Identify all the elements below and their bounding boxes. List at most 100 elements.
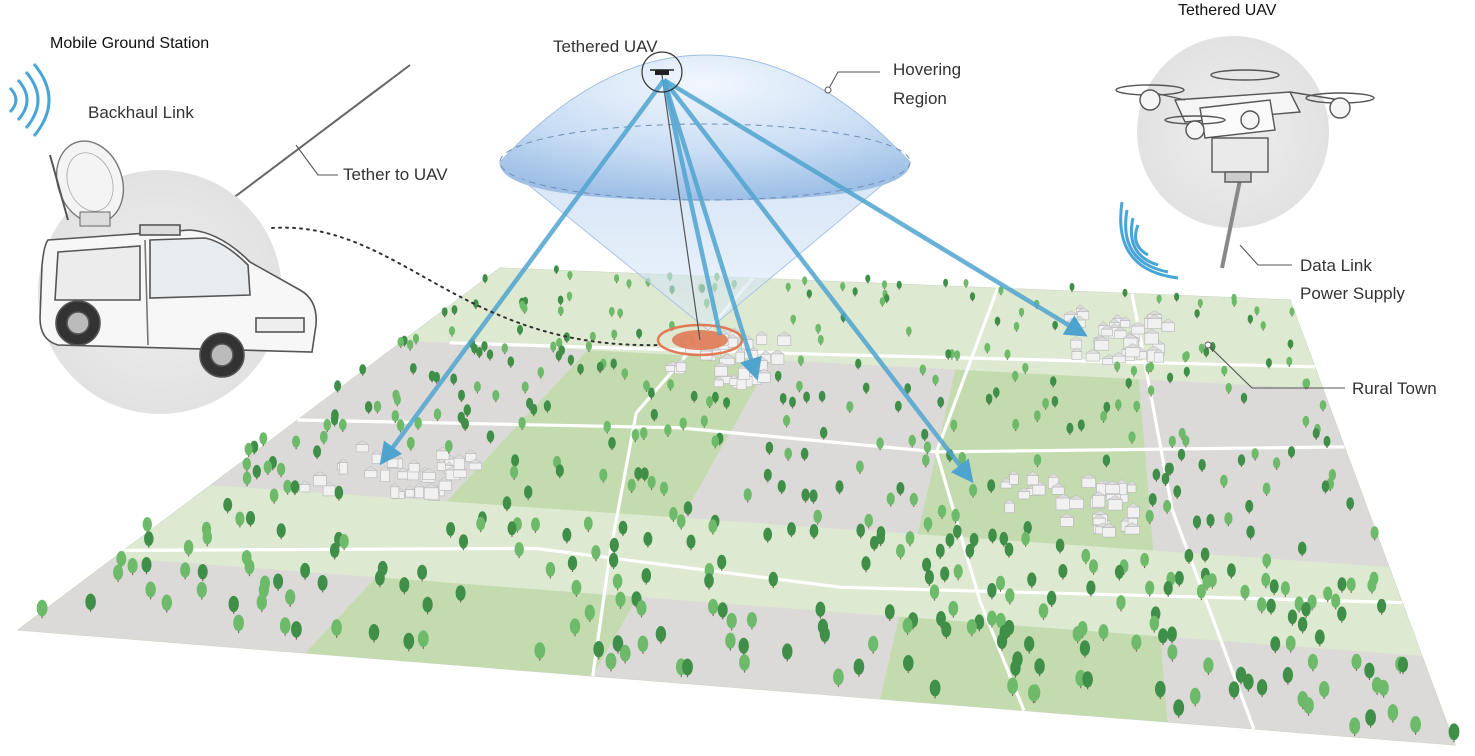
tree [789,396,796,408]
signal-waves-icon [1119,201,1179,280]
tree [904,383,911,394]
tree [953,524,962,539]
tree [406,436,415,450]
tree [1184,548,1194,563]
tree [840,282,846,291]
tree [739,654,750,671]
van-to-marker-link [271,226,661,347]
tree [902,617,913,634]
tree [242,457,251,471]
tree [1005,588,1015,603]
tree [591,545,601,560]
tree [664,424,672,436]
tree [116,551,127,567]
tree [259,432,268,445]
tree [396,419,405,432]
tree [611,329,618,339]
tree [988,528,997,542]
tree [998,286,1004,295]
tree [417,564,427,580]
tree [183,539,194,555]
tree [1337,577,1347,591]
tree [1200,547,1210,561]
tree [659,481,669,495]
tree [1192,515,1202,529]
tree [1367,578,1377,593]
tethered-uav-inset-label: Tethered UAV [1178,2,1277,19]
tree [1161,472,1170,485]
tree [1227,563,1236,578]
field-patch [771,280,974,370]
tree [127,558,138,574]
tree [323,418,332,431]
tree [868,635,879,652]
tree [1364,662,1375,679]
tree [950,419,958,431]
tree [951,508,960,522]
tree [1260,321,1266,330]
tree [802,276,808,285]
tree [1103,401,1111,413]
tree [984,342,991,353]
tree [969,532,979,547]
tree [954,350,961,360]
tree [1012,370,1019,381]
tree [1082,671,1093,688]
tree [1177,448,1186,461]
tree [1246,525,1255,539]
rural-town-label: Rural Town [1352,379,1437,398]
tree [924,570,935,585]
tree [835,480,844,493]
coverage-beam [662,78,1088,337]
tree [1010,659,1021,676]
tree [1147,385,1155,396]
tree [809,524,819,538]
tree [368,624,380,641]
tree [819,626,830,643]
tree [567,555,578,571]
tree [256,594,267,611]
tree [862,382,870,393]
tree [233,614,245,632]
tree [507,356,515,367]
tree [686,534,696,549]
tree [1163,581,1173,596]
tethered-uav-inset [1115,36,1375,280]
tree [1286,356,1293,366]
tree [451,305,458,315]
coverage-beams [379,78,1088,484]
tree [1194,309,1200,318]
tree [621,368,629,379]
tree [441,307,448,317]
tree [1052,320,1058,330]
tree [655,626,667,642]
tree [1280,581,1290,596]
tree [567,354,575,365]
tree [244,442,253,456]
tree [945,349,952,359]
tree [242,471,252,485]
tree [448,326,456,336]
tree [787,522,796,536]
tree [953,564,963,579]
tree [273,573,284,590]
tree [803,391,810,403]
tree [463,404,471,416]
tree [1282,667,1293,683]
tree [1131,634,1142,650]
tree [777,480,786,493]
tree [1148,493,1157,506]
tree [359,364,367,375]
tree [640,467,649,481]
tree [1302,378,1309,389]
tree [245,510,256,526]
tree [555,350,562,361]
tree [1012,418,1020,430]
tree [557,306,564,315]
tree [1033,454,1042,466]
tree [723,397,731,408]
tree [948,600,959,616]
tree [936,611,946,627]
tree [1198,343,1205,353]
tree [682,658,693,676]
